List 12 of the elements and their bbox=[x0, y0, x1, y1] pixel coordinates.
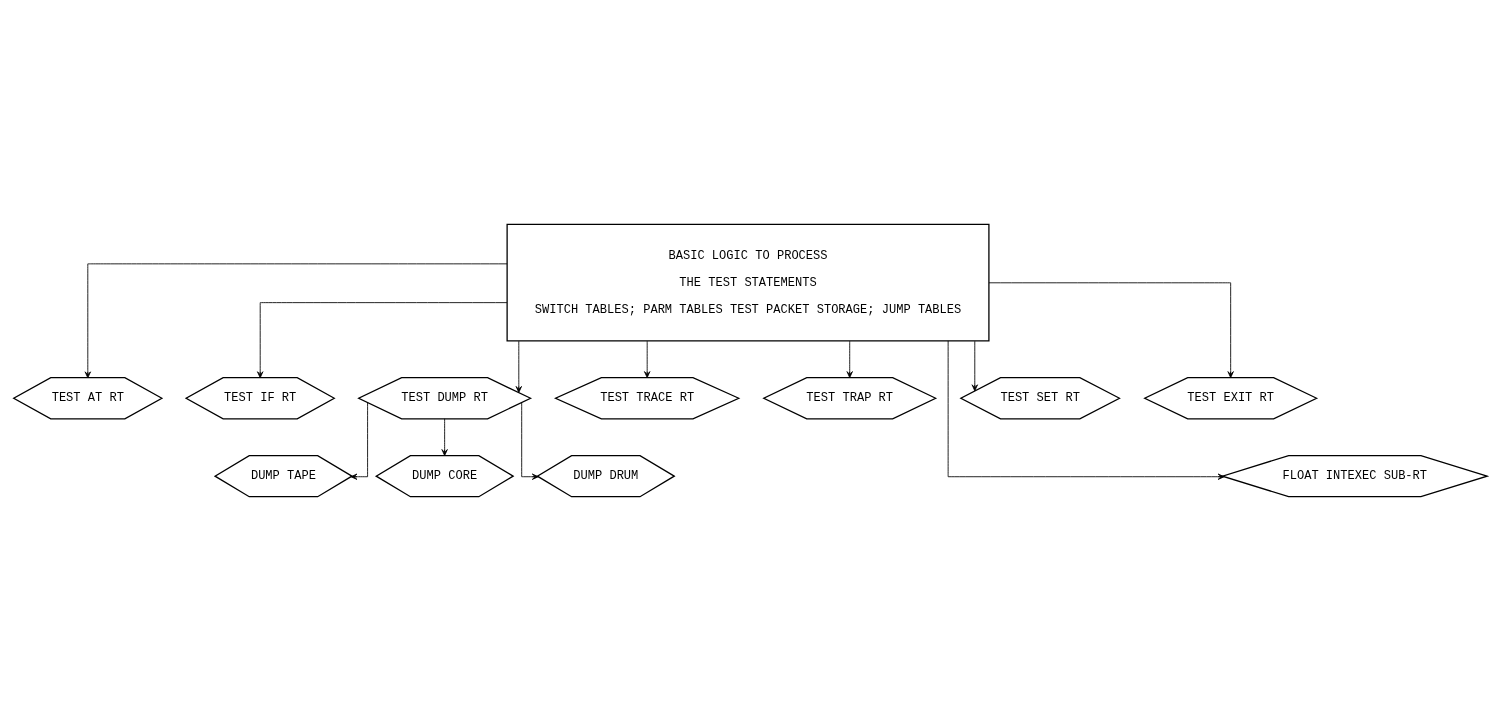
arrow bbox=[257, 302, 508, 379]
arrow bbox=[515, 340, 522, 393]
arrow bbox=[644, 340, 651, 379]
arrow bbox=[947, 340, 1225, 480]
arrow bbox=[441, 418, 448, 456]
node-box: BASIC LOGIC TO PROCESS THE TEST STATEMENTS SWITCH TABLES; PARM TABLES TEST PACKET STORAGE; JUMP TABLES bbox=[506, 223, 990, 342]
arrow bbox=[350, 402, 368, 480]
arrow bbox=[988, 282, 1234, 379]
arrow bbox=[84, 263, 508, 379]
arrow bbox=[846, 340, 853, 379]
arrow bbox=[971, 340, 978, 392]
arrow bbox=[521, 402, 539, 480]
